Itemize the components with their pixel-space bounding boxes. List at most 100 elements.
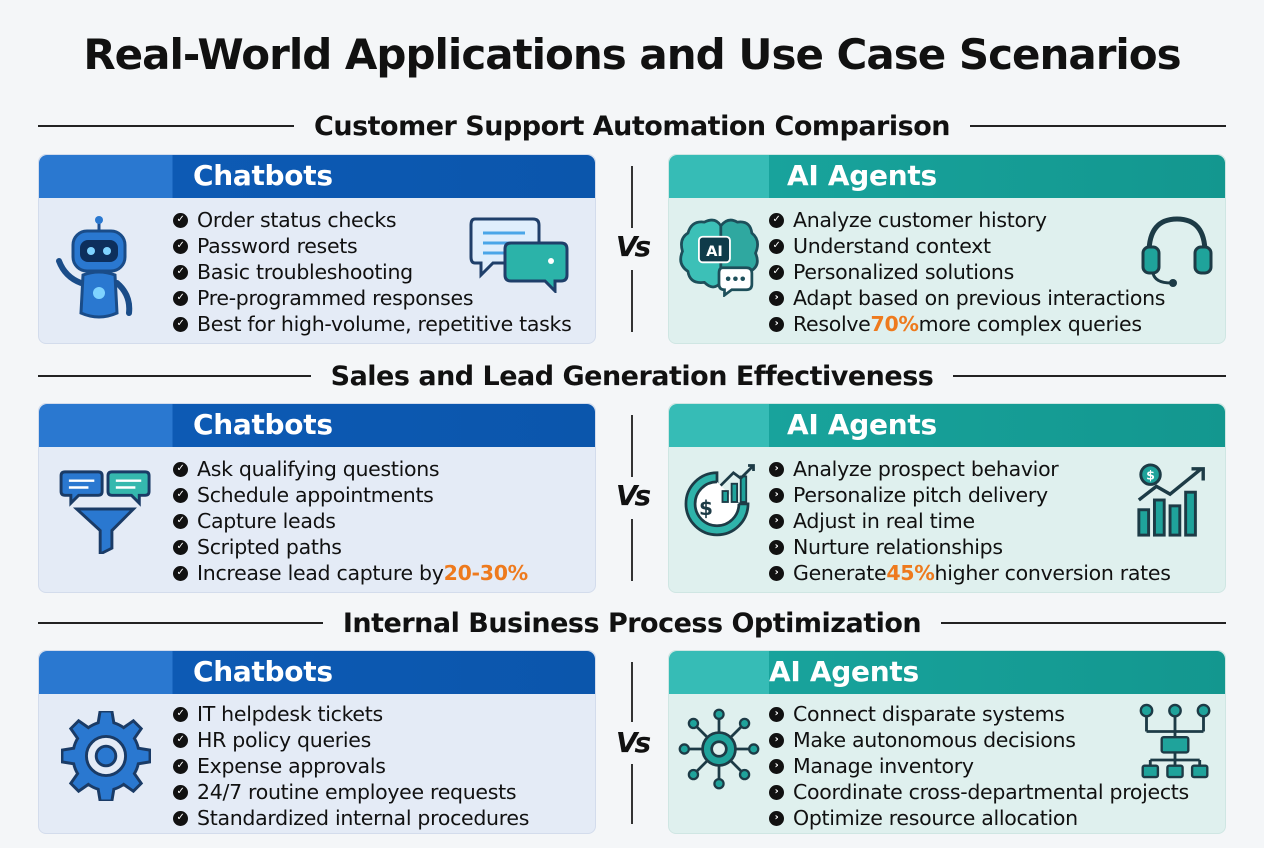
list-item: ›Manage inventory — [769, 753, 1189, 779]
list-item: ›Nurture relationships — [769, 534, 1171, 560]
list-item: ✓Understand context — [769, 233, 1165, 259]
check-icon: ✓ — [769, 212, 784, 228]
page-title: Real-World Applications and Use Case Sce… — [83, 30, 1181, 79]
list-item: ✓24/7 routine employee requests — [173, 779, 529, 805]
section-title: Sales and Lead Generation Effectiveness — [330, 360, 934, 392]
panel-title: AI Agents — [787, 408, 937, 441]
chevron-right-icon: › — [769, 513, 784, 529]
panel-header: AI Agents — [669, 651, 1225, 694]
chat-funnel-icon — [59, 470, 151, 554]
chevron-right-icon: › — [769, 461, 784, 477]
check-icon: ✓ — [173, 290, 188, 306]
list-item: ✓Password resets — [173, 233, 572, 259]
check-icon: ✓ — [173, 732, 188, 748]
divider — [631, 166, 633, 228]
check-icon: ✓ — [769, 264, 784, 280]
highlight-stat: 45% — [886, 561, 935, 585]
panel-title: AI Agents — [787, 159, 937, 192]
list-item: ✓Analyze customer history — [769, 207, 1165, 233]
feature-list: ✓Order status checks ✓Password resets ✓B… — [173, 207, 572, 337]
panel-header: Chatbots — [39, 155, 595, 198]
headset-icon — [1141, 216, 1213, 287]
panel-chatbots-support: Chatbots ✓Order status checks ✓Password … — [38, 154, 596, 344]
list-item: ✓Personalized solutions — [769, 259, 1165, 285]
list-item: ›Optimize resource allocation — [769, 805, 1189, 831]
divider — [38, 125, 295, 127]
panel-header: AI Agents — [669, 404, 1225, 447]
list-item: ›Resolve 70% more complex queries — [769, 311, 1165, 337]
check-icon: ✓ — [769, 238, 784, 254]
vs-label: Vs — [615, 230, 651, 263]
chevron-right-icon: › — [769, 810, 784, 826]
panel-header: AI Agents — [669, 155, 1225, 198]
check-icon: ✓ — [173, 758, 188, 774]
list-item: ✓Best for high-volume, repetitive tasks — [173, 311, 572, 337]
check-icon: ✓ — [173, 461, 188, 477]
feature-list: ›Connect disparate systems ›Make autonom… — [769, 701, 1189, 831]
panel-chatbots-sales: Chatbots ✓Ask qualifying questions ✓Sche… — [38, 403, 596, 593]
divider — [631, 270, 633, 332]
section-heading-sales: Sales and Lead Generation Effectiveness — [38, 356, 1226, 396]
highlight-stat: 70% — [870, 312, 919, 336]
panel-title: Chatbots — [193, 655, 333, 688]
divider — [631, 415, 633, 477]
check-icon: ✓ — [173, 264, 188, 280]
section-heading-customer-support: Customer Support Automation Comparison — [38, 106, 1226, 146]
versus-divider: Vs — [611, 403, 651, 593]
chevron-right-icon: › — [769, 706, 784, 722]
list-item: ✓Pre-programmed responses — [173, 285, 572, 311]
panel-ai-agents-support: AI Agents AI ✓Analyze customer history ✓… — [668, 154, 1226, 344]
chevron-right-icon: › — [769, 539, 784, 555]
list-item: ›Coordinate cross-departmental projects — [769, 779, 1189, 805]
list-item: ✓Expense approvals — [173, 753, 529, 779]
chevron-right-icon: › — [769, 487, 784, 503]
check-icon: ✓ — [173, 706, 188, 722]
panel-title: AI Agents — [769, 655, 919, 688]
feature-list: ✓Analyze customer history ✓Understand co… — [769, 207, 1165, 337]
chat-bubbles-icon — [469, 217, 569, 293]
divider — [38, 622, 323, 624]
list-item: ›Connect disparate systems — [769, 701, 1189, 727]
check-icon: ✓ — [173, 513, 188, 529]
panel-header: Chatbots — [39, 404, 595, 447]
section-heading-internal-process: Internal Business Process Optimization — [38, 603, 1226, 643]
feature-list: ✓Ask qualifying questions ✓Schedule appo… — [173, 456, 528, 586]
section-title: Customer Support Automation Comparison — [314, 110, 950, 142]
network-gear-icon — [678, 708, 760, 790]
divider — [953, 375, 1226, 377]
growth-chart-icon: $ — [1137, 463, 1205, 537]
list-item: ✓Order status checks — [173, 207, 572, 233]
panel-chatbots-internal: Chatbots ✓IT helpdesk tickets ✓HR policy… — [38, 650, 596, 834]
list-item: ✓Standardized internal procedures — [173, 805, 529, 831]
panel-title: Chatbots — [193, 408, 333, 441]
panel-ai-agents-sales: AI Agents $ ›Analyze prospect behavior ›… — [668, 403, 1226, 593]
list-item: ✓IT helpdesk tickets — [173, 701, 529, 727]
versus-divider: Vs — [611, 154, 651, 344]
panel-ai-agents-internal: AI Agents ›Connect disparate systems ›Ma… — [668, 650, 1226, 834]
list-item: ›Adjust in real time — [769, 508, 1171, 534]
list-item: ›Make autonomous decisions — [769, 727, 1189, 753]
list-item: ✓Increase lead capture by 20-30% — [173, 560, 528, 586]
divider — [631, 519, 633, 581]
versus-divider: Vs — [611, 650, 651, 834]
chevron-right-icon: › — [769, 290, 784, 306]
panel-header: Chatbots — [39, 651, 595, 694]
check-icon: ✓ — [173, 238, 188, 254]
divider — [631, 662, 633, 722]
robot-icon — [56, 216, 133, 319]
list-item: ✓Ask qualifying questions — [173, 456, 528, 482]
check-icon: ✓ — [173, 539, 188, 555]
check-icon: ✓ — [173, 565, 188, 581]
panel-title: Chatbots — [193, 159, 333, 192]
list-item: ✓HR policy queries — [173, 727, 529, 753]
list-item: ›Generate 45% higher conversion rates — [769, 560, 1171, 586]
org-chart-icon — [1139, 703, 1211, 779]
list-item: ›Adapt based on previous interactions — [769, 285, 1165, 311]
list-item: ✓Basic troubleshooting — [173, 259, 572, 285]
check-icon: ✓ — [173, 212, 188, 228]
ai-label: AI — [706, 243, 723, 260]
check-icon: ✓ — [173, 316, 188, 332]
svg-text:$: $ — [699, 496, 713, 520]
feature-list: ›Analyze prospect behavior ›Personalize … — [769, 456, 1171, 586]
